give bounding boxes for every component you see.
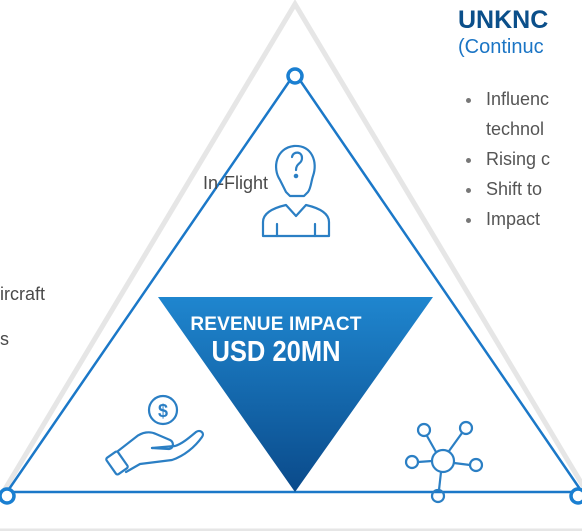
revenue-impact-title: REVENUE IMPACT [190, 314, 362, 335]
right-panel-subtitle: (Continuc [458, 36, 544, 58]
top-node [286, 67, 304, 85]
right-bullet-list: Influenc technol Rising c Shift to Impac… [462, 84, 550, 234]
svg-text:$: $ [158, 401, 168, 421]
left-node [0, 487, 16, 505]
left-label-s: s [0, 329, 9, 349]
bullet-item: Influenc [462, 84, 550, 114]
bullet-item-continuation: technol [486, 119, 545, 139]
person-question-icon [261, 144, 331, 238]
inner-triangle [4, 70, 582, 494]
right-panel-title: UNKNC [458, 6, 549, 34]
bullet-item: Impact [462, 204, 550, 234]
left-label-inflight: In-Flight [203, 173, 269, 193]
center-inverted-triangle [158, 297, 433, 492]
bullet-item: Shift to [462, 174, 550, 204]
network-hub-icon [404, 420, 484, 504]
right-node [569, 487, 582, 505]
left-label-aircraft: ircraft [0, 284, 45, 304]
hand-money-icon: $ [105, 394, 204, 476]
revenue-impact-value: USD 20MN [211, 336, 341, 368]
bullet-item: Rising c [462, 144, 550, 174]
